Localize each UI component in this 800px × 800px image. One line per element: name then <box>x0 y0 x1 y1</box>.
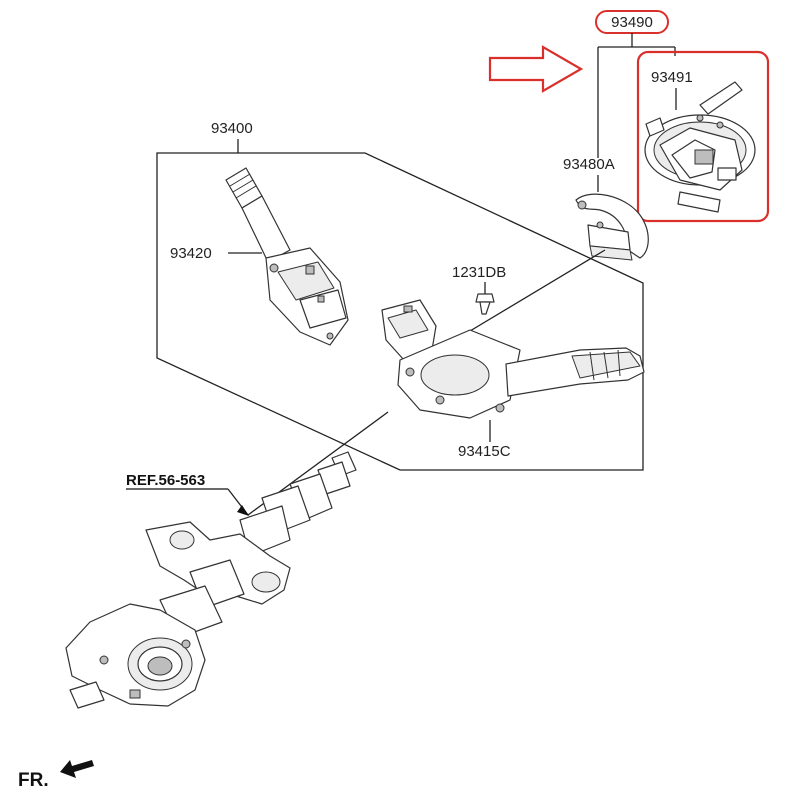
label-93420: 93420 <box>170 245 212 262</box>
wiper-switch-part <box>225 167 349 346</box>
front-direction-arrow-icon <box>60 760 94 778</box>
switch-body-part <box>381 299 645 419</box>
bolt-part <box>475 293 495 315</box>
right-arrow-outline-icon <box>488 45 584 93</box>
clock-spring-part <box>644 81 756 213</box>
label-93491: 93491 <box>651 69 693 86</box>
label-93480a: 93480A <box>563 156 615 173</box>
label-ref-56-563: REF.56-563 <box>126 472 205 489</box>
front-indicator-label: FR. <box>18 770 49 791</box>
label-93490: 93490 <box>611 14 653 31</box>
label-93415c: 93415C <box>458 443 511 460</box>
steering-column-part <box>65 451 357 709</box>
label-1231db: 1231DB <box>452 264 506 281</box>
highlight-93491 <box>636 50 770 223</box>
cover-part <box>575 193 649 261</box>
label-93400: 93400 <box>211 120 253 137</box>
